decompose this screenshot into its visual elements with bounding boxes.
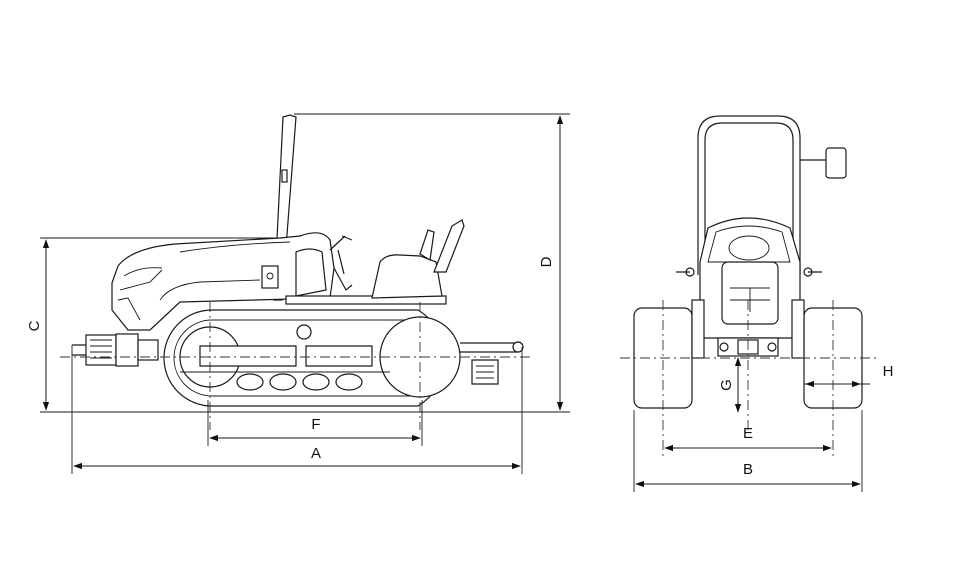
front-track-center-lines <box>662 300 834 460</box>
dim-label-d: D <box>538 256 555 267</box>
dim-label-e: E <box>743 425 753 442</box>
side-front-weights <box>72 333 159 367</box>
dim-label-g: G <box>718 379 735 391</box>
dim-label-c: C <box>26 320 43 331</box>
side-track <box>163 309 461 407</box>
front-rollbar <box>697 115 847 275</box>
dim-label-b: B <box>743 461 753 478</box>
side-hood <box>111 232 335 331</box>
side-seat <box>371 219 465 299</box>
side-rear-hitch <box>460 341 524 385</box>
side-extension-lines <box>40 113 570 474</box>
side-view: C D F A <box>26 113 570 474</box>
dim-label-a: A <box>311 445 321 462</box>
dim-label-f: F <box>311 416 320 433</box>
side-controls <box>261 235 447 305</box>
front-body <box>676 217 822 339</box>
side-axle-lines <box>209 302 421 430</box>
dim-label-h: H <box>883 363 894 380</box>
front-view: E B G H <box>620 115 894 492</box>
